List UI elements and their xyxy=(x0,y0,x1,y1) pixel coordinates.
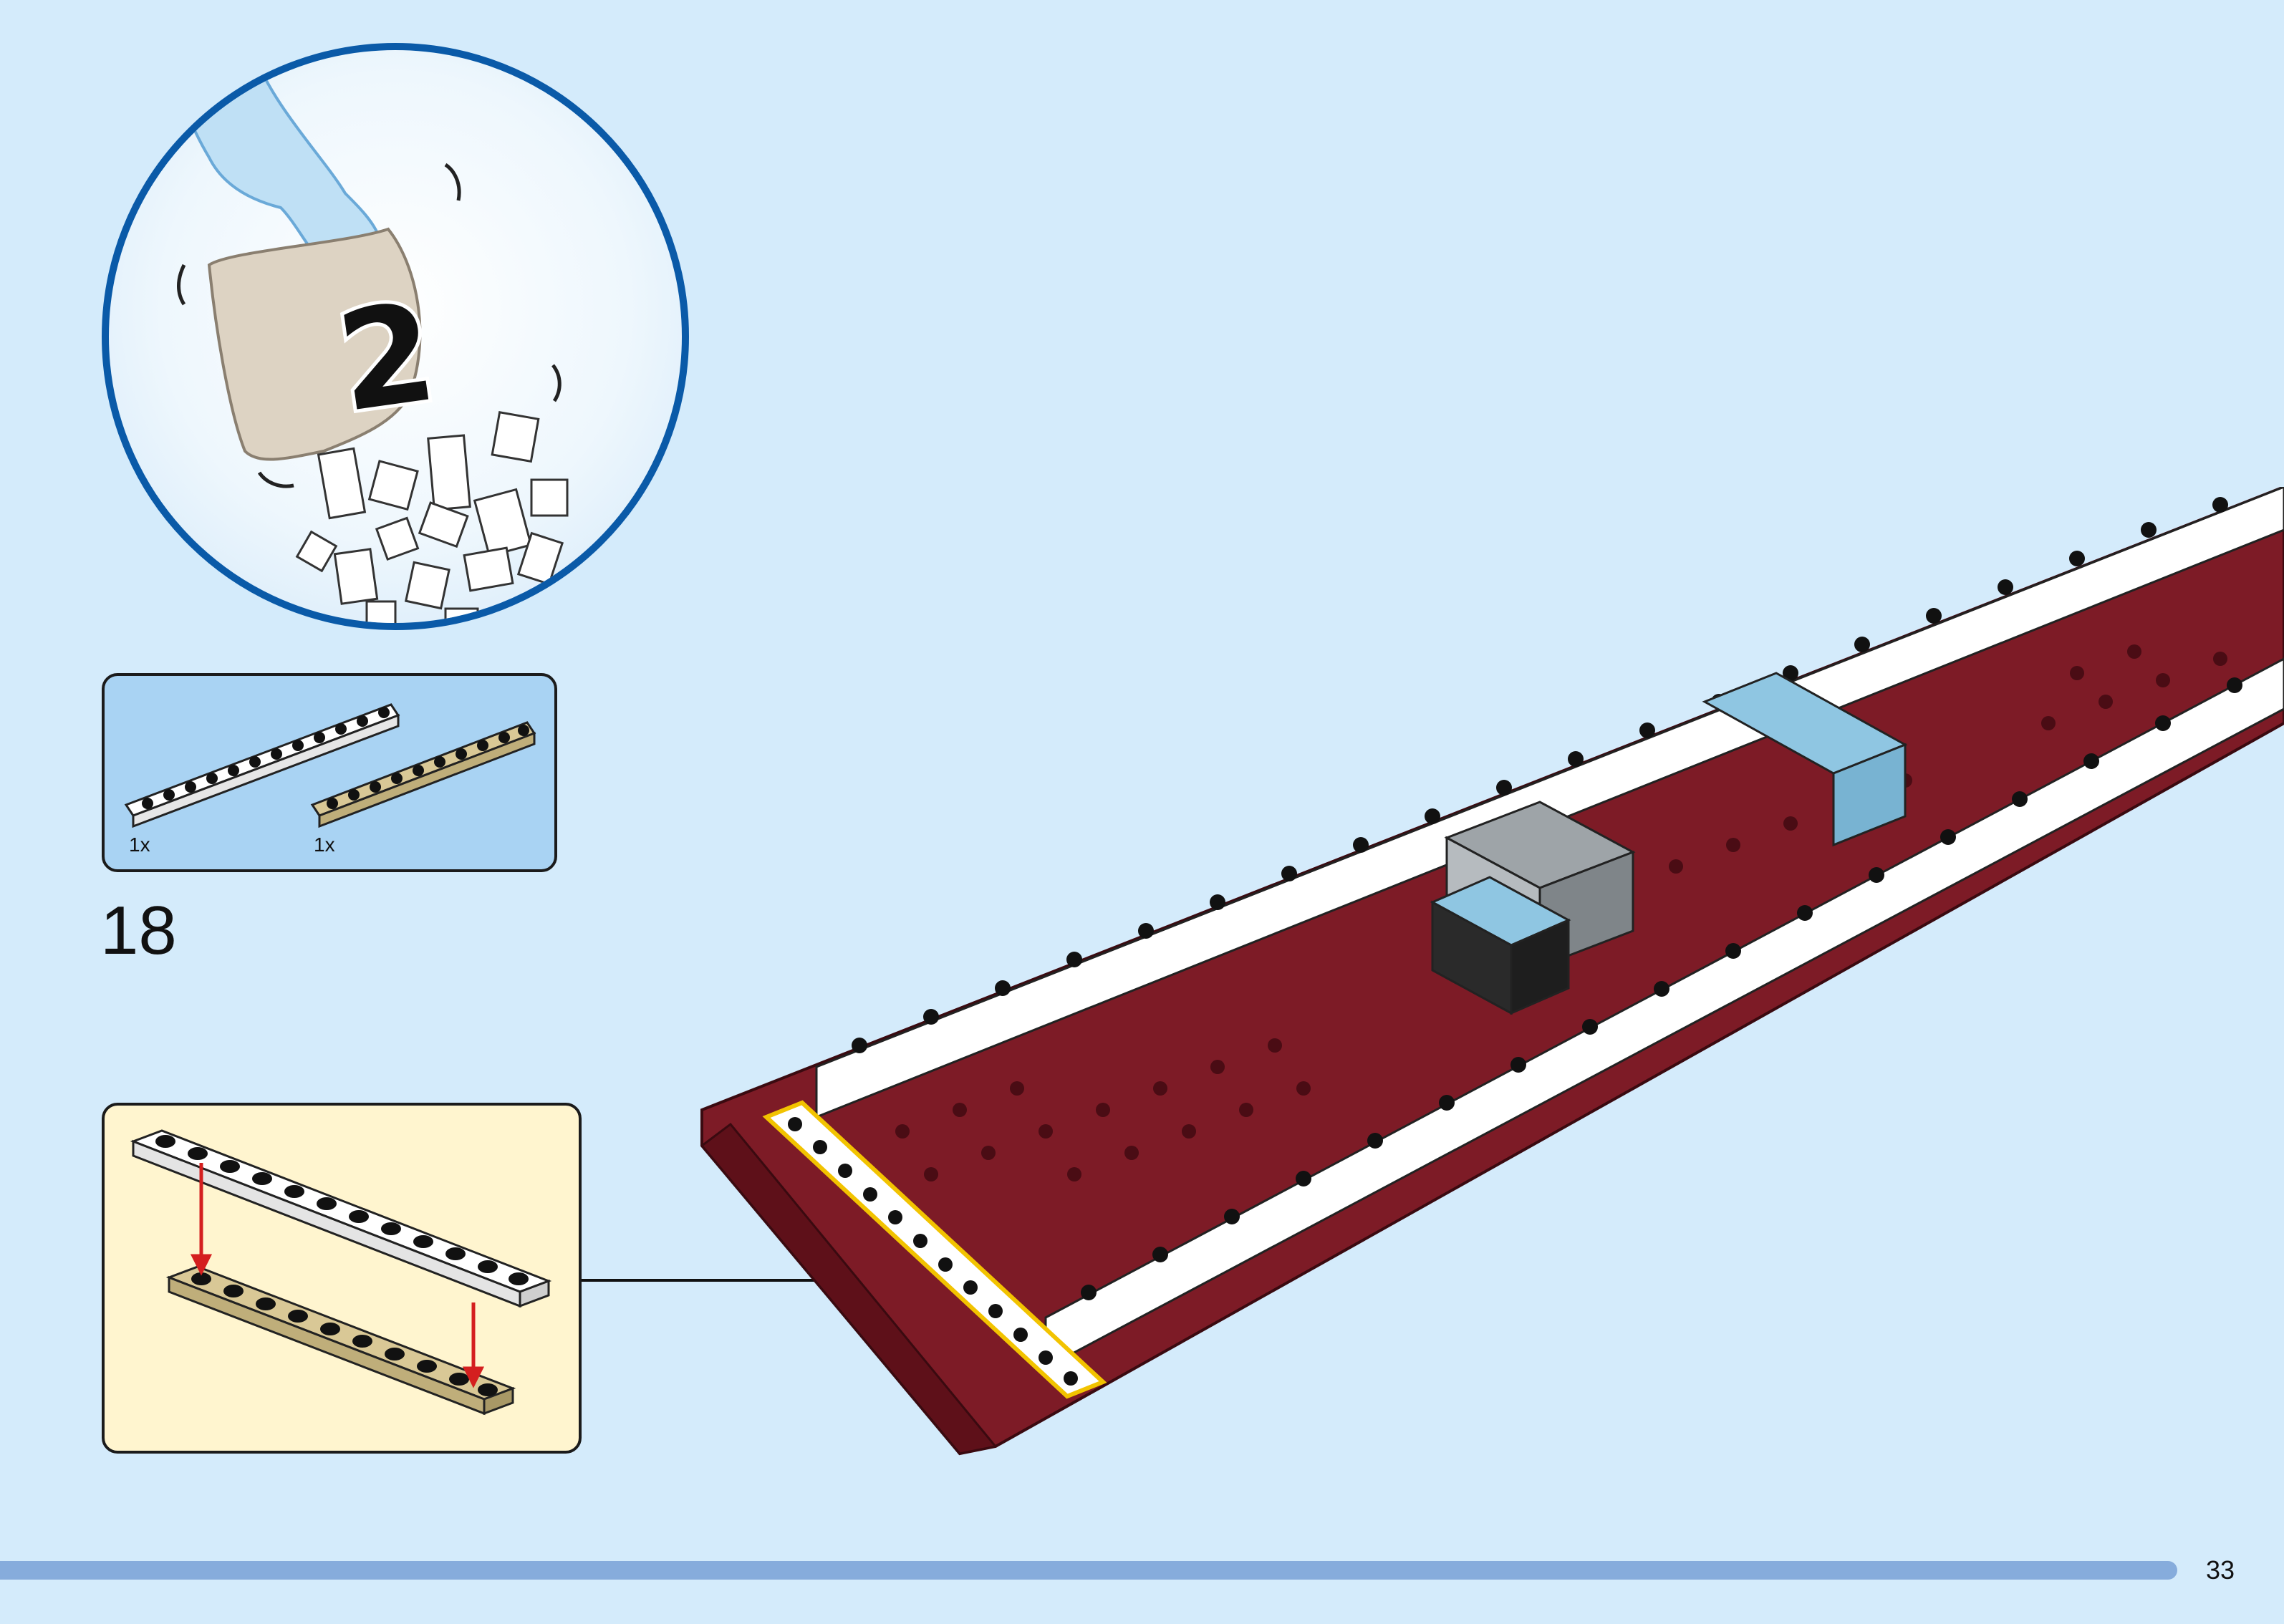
part-quantity: 1x xyxy=(314,833,335,856)
rail-studs xyxy=(1081,677,2242,1300)
parts-list-illustration xyxy=(124,703,536,828)
callout-illustration xyxy=(130,1129,552,1416)
falling-bricks-icon xyxy=(295,411,569,623)
shake-mark-icon xyxy=(177,264,186,306)
subassembly-callout xyxy=(102,1103,582,1454)
part-quantity: 1x xyxy=(129,833,150,856)
parts-list-panel: 1x 1x xyxy=(102,673,557,872)
arrow-down-icon xyxy=(190,1163,485,1388)
white-plate-icon xyxy=(124,703,400,828)
deck-studs xyxy=(895,644,2227,1181)
bag-open-circle: 2 xyxy=(102,43,689,630)
tan-plate-icon xyxy=(165,1265,516,1416)
new-white-plate-highlight xyxy=(762,1100,1107,1399)
new-plate-studs xyxy=(788,1117,1078,1386)
bag-illustration xyxy=(164,50,569,623)
white-plate-icon xyxy=(130,1129,552,1308)
shake-mark-icon xyxy=(257,471,294,488)
rail-studs xyxy=(852,497,2228,1053)
footer-bar xyxy=(0,1561,2177,1580)
paper-bag-icon xyxy=(207,227,422,461)
step-number: 18 xyxy=(100,892,177,969)
bag-number: 2 xyxy=(325,269,448,446)
cabin-brick-assembly xyxy=(1430,672,1908,1015)
ship-hull-model xyxy=(700,487,2284,1456)
shake-mark-icon xyxy=(551,364,562,402)
page-number: 33 xyxy=(2206,1555,2235,1585)
tan-plate-icon xyxy=(310,721,536,828)
shake-mark-icon xyxy=(444,163,461,201)
white-brick-rail-back xyxy=(815,487,2284,1119)
